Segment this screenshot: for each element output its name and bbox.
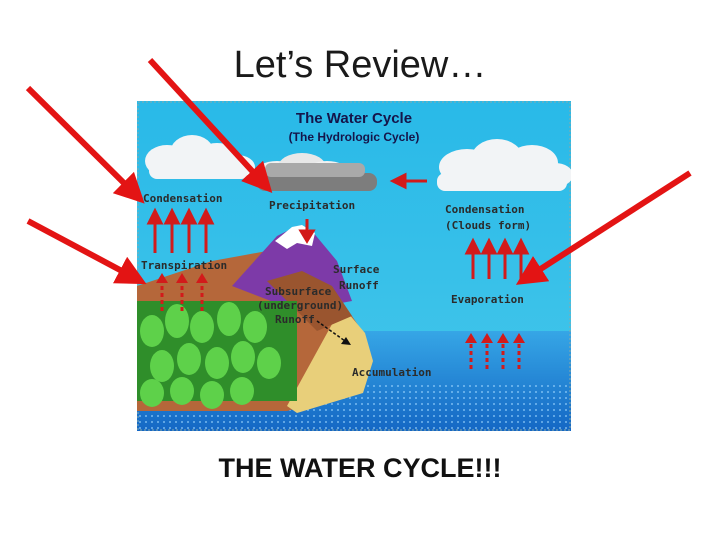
water-cycle-diagram: The Water Cycle (The Hydrologic Cycle) C… xyxy=(137,101,571,431)
label-underground: (underground) xyxy=(257,299,343,312)
label-surface-runoff: Runoff xyxy=(339,279,379,292)
sand-shore xyxy=(287,306,373,413)
pointer-arrow-condensation xyxy=(25,85,145,204)
label-condensation-left: Condensation xyxy=(143,192,222,205)
diagram-subtitle: (The Hydrologic Cycle) xyxy=(289,130,420,144)
label-evaporation: Evaporation xyxy=(451,293,524,306)
condensation-up-arrows xyxy=(146,207,215,253)
transpiration-up-arrows xyxy=(156,273,208,311)
precipitation-arrow xyxy=(298,219,316,244)
label-transpiration: Transpiration xyxy=(141,259,227,272)
runoff-arrow xyxy=(316,320,351,345)
pointer-arrow-transpiration xyxy=(26,218,147,285)
label-subsurface: Subsurface xyxy=(265,285,332,298)
sea-evaporation-arrows xyxy=(465,333,525,369)
slide-caption: THE WATER CYCLE!!! xyxy=(218,453,502,483)
runoff-terrain xyxy=(267,271,352,331)
diagram-title: The Water Cycle xyxy=(296,110,412,127)
label-clouds-form: (Clouds form) xyxy=(445,219,531,232)
label-precipitation: Precipitation xyxy=(269,199,355,212)
cloud-movement-arrow xyxy=(389,172,427,190)
slide-title: Let’s Review… xyxy=(233,44,487,86)
label-surface: Surface xyxy=(333,263,380,276)
rain-cloud-icon xyxy=(255,153,377,191)
forest-icon xyxy=(137,301,297,409)
label-condensation-right: Condensation xyxy=(445,203,524,216)
label-accumulation: Accumulation xyxy=(352,366,431,379)
label-subsurface-runoff: Runoff xyxy=(275,313,315,326)
